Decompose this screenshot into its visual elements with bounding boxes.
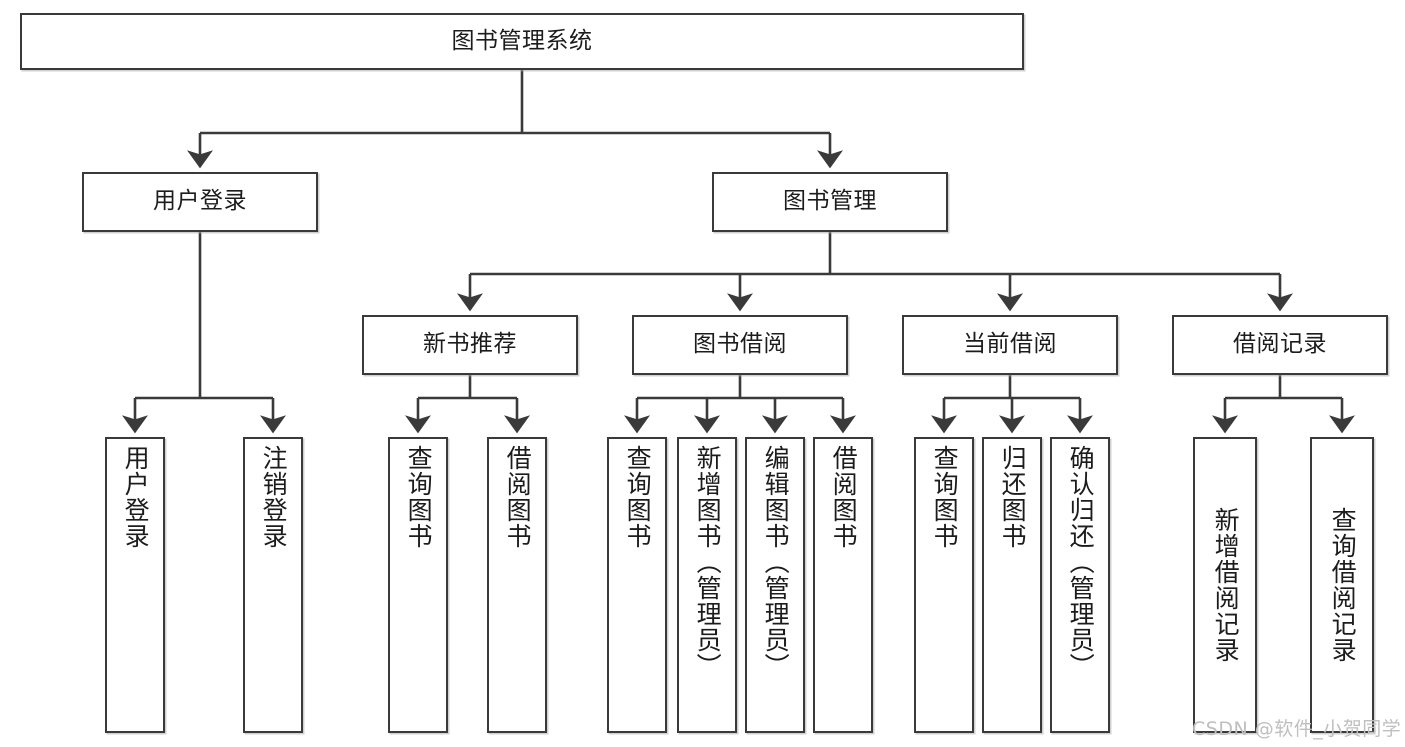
- node-label: 用户登录: [121, 445, 151, 549]
- leaf-add-book-admin[interactable]: 新增图书（管理员）: [677, 437, 737, 733]
- node-label: 借阅图书: [829, 445, 859, 549]
- node-label: 查询图书: [930, 445, 960, 549]
- node-label: 图书管理: [783, 188, 877, 215]
- leaf-query-book-new[interactable]: 查询图书: [388, 437, 448, 733]
- node-label: 查询借阅记录: [1328, 507, 1358, 663]
- leaf-query-borrow-record[interactable]: 查询借阅记录: [1310, 437, 1374, 733]
- leaf-edit-book-admin[interactable]: 编辑图书（管理员）: [745, 437, 805, 733]
- node-label: 借阅记录: [1233, 331, 1327, 358]
- leaf-borrow-book-new[interactable]: 借阅图书: [487, 437, 547, 733]
- node-label: 编辑图书（管理员）: [761, 445, 791, 679]
- leaf-borrow-book[interactable]: 借阅图书: [813, 437, 873, 733]
- node-label: 图书管理系统: [451, 27, 593, 54]
- node-label: 借阅图书: [503, 445, 533, 549]
- node-label: 用户登录: [153, 188, 247, 215]
- leaf-add-borrow-record[interactable]: 新增借阅记录: [1193, 437, 1257, 733]
- node-label: 新增图书（管理员）: [693, 445, 723, 679]
- node-current-borrow[interactable]: 当前借阅: [902, 315, 1118, 375]
- leaf-confirm-return-admin[interactable]: 确认归还（管理员）: [1050, 437, 1110, 733]
- node-root-system[interactable]: 图书管理系统: [20, 13, 1024, 70]
- node-label: 注销登录: [259, 445, 289, 549]
- node-borrow-record[interactable]: 借阅记录: [1172, 315, 1388, 375]
- node-label: 查询图书: [404, 445, 434, 549]
- node-label: 查询图书: [623, 445, 653, 549]
- node-user-login[interactable]: 用户登录: [82, 172, 318, 232]
- leaf-user-login[interactable]: 用户登录: [105, 437, 165, 733]
- node-book-management[interactable]: 图书管理: [712, 172, 948, 232]
- node-label: 新增借阅记录: [1211, 507, 1241, 663]
- node-label: 新书推荐: [423, 331, 517, 358]
- connector-lines: [122, 70, 1355, 434]
- leaf-return-book[interactable]: 归还图书: [982, 437, 1042, 733]
- leaf-query-book-borrow[interactable]: 查询图书: [607, 437, 667, 733]
- leaf-logout[interactable]: 注销登录: [243, 437, 303, 733]
- node-book-borrow[interactable]: 图书借阅: [632, 315, 848, 375]
- node-label: 图书借阅: [693, 331, 787, 358]
- leaf-query-book-current[interactable]: 查询图书: [914, 437, 974, 733]
- node-label: 确认归还（管理员）: [1066, 445, 1096, 679]
- node-label: 当前借阅: [963, 331, 1057, 358]
- node-label: 归还图书: [998, 445, 1028, 549]
- node-new-book-recommend[interactable]: 新书推荐: [362, 315, 578, 375]
